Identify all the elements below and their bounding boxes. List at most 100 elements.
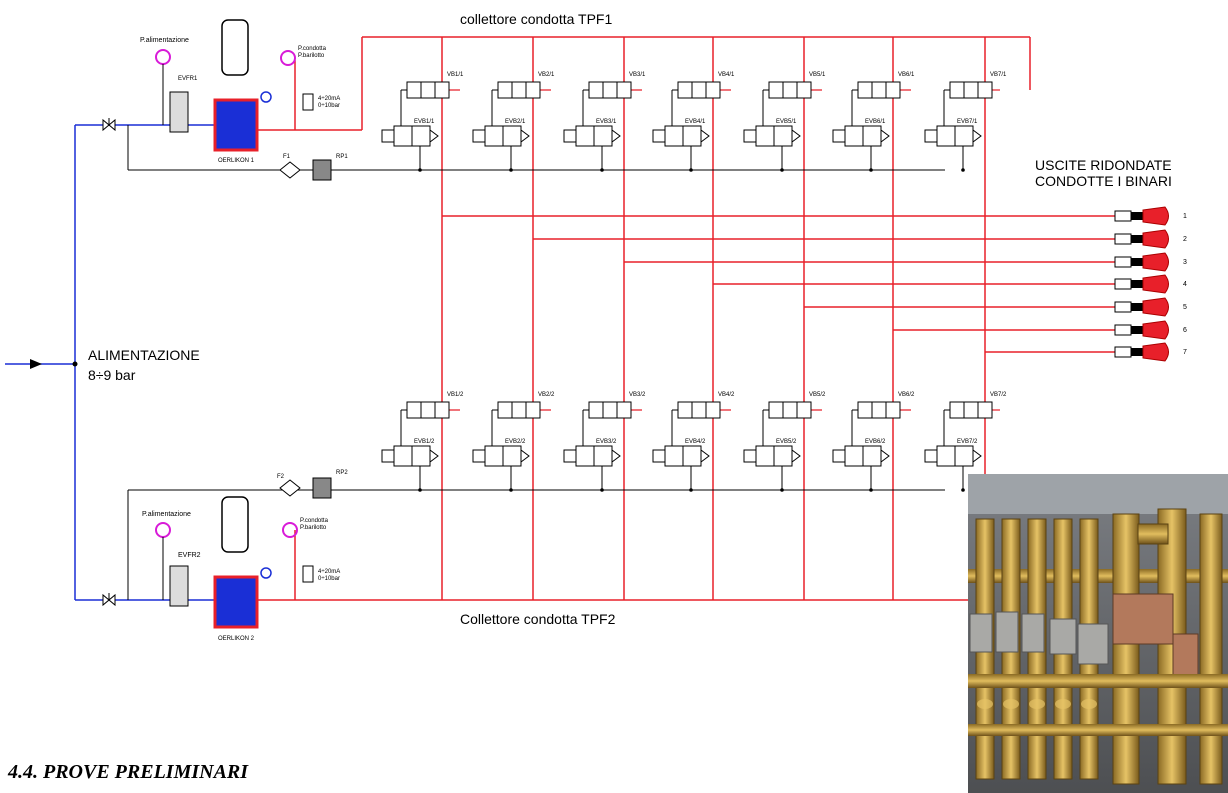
- vb-label: VB6/2: [898, 392, 915, 398]
- evb-label: EVB7/2: [957, 439, 978, 445]
- coupling-icon: [1114, 324, 1132, 336]
- evb-label: EVB2/1: [505, 119, 526, 125]
- output-lines: [442, 215, 1115, 353]
- transducer-1-range-a: 4÷20mA: [318, 96, 340, 102]
- evb-label: EVB4/1: [685, 119, 706, 125]
- evb-label: EVB6/2: [865, 439, 886, 445]
- evfr2-label: EVFR2: [178, 552, 201, 559]
- filter-2-label: F2: [277, 474, 285, 480]
- p-barilotto-2-label: P.barilotto: [300, 525, 327, 531]
- supply-gauge-1-icon: [155, 49, 171, 65]
- hand-valve-2-icon: [102, 593, 116, 607]
- outputs-title-line1: USCITE RIDONDATE: [1035, 157, 1172, 173]
- p-supply-2-label: P.alimentazione: [142, 511, 191, 518]
- vb-label: VB1/2: [447, 392, 464, 398]
- compressor-1-icon: [213, 98, 259, 152]
- filter-2-icon: [279, 479, 301, 497]
- collector-tpf2: [243, 530, 985, 601]
- compressor-2-label: OERLIKON 2: [218, 636, 255, 642]
- hose-connector-icon: [1142, 206, 1169, 226]
- filter-1-icon: [279, 161, 301, 179]
- vb-label: VB6/1: [898, 72, 915, 78]
- vb-valve-icon: [406, 401, 450, 419]
- supply-gauge-2-icon: [155, 522, 171, 538]
- output-number: 3: [1183, 259, 1187, 266]
- manifold-photo: [968, 474, 1228, 793]
- p-line-2-label: P.condotta: [300, 518, 329, 524]
- line-gauge-2-icon: [282, 522, 298, 538]
- supply-label-line1: ALIMENTAZIONE: [88, 347, 200, 363]
- coupling-icon: [1114, 210, 1132, 222]
- solenoid-coil-icon: [924, 449, 938, 463]
- vb-valve-icon: [768, 81, 812, 99]
- solenoid-coil-icon: [563, 129, 577, 143]
- valves-bottom-row: VB1/2EVB1/2VB2/2EVB2/2VB3/2EVB3/2VB4/2EV…: [381, 392, 1007, 492]
- output-6: 6: [1114, 320, 1187, 340]
- solenoid-coil-icon: [743, 129, 757, 143]
- tank-2-icon: [221, 496, 249, 553]
- solenoid-coil-icon: [472, 449, 486, 463]
- compressor-1-label: OERLIKON 1: [218, 158, 255, 164]
- regulator-2-icon: [312, 477, 332, 499]
- collector-verticals: [441, 37, 1031, 600]
- output-number: 4: [1183, 281, 1187, 288]
- hose-connector-icon: [1142, 320, 1169, 340]
- evfr2-valve-icon: [169, 565, 189, 607]
- coupling-icon: [1114, 346, 1132, 358]
- evfr1-valve-icon: [169, 91, 189, 133]
- transducer-1-icon: [302, 93, 314, 111]
- evb-label: EVB1/1: [414, 119, 435, 125]
- output-2: 2: [1114, 229, 1187, 249]
- hand-valve-1-icon: [102, 118, 116, 132]
- solenoid-coil-icon: [832, 449, 846, 463]
- solenoid-coil-icon: [924, 129, 938, 143]
- coupling-icon: [1114, 301, 1132, 313]
- hose-connector-icon: [1142, 252, 1169, 272]
- vb-label: VB5/1: [809, 72, 826, 78]
- vb-valve-icon: [949, 401, 993, 419]
- vb-label: VB5/2: [809, 392, 826, 398]
- output-number: 6: [1183, 327, 1187, 334]
- solenoid-coil-icon: [652, 449, 666, 463]
- evb-label: EVB3/2: [596, 439, 617, 445]
- collector-tpf1: [243, 36, 1030, 131]
- vb-valve-icon: [406, 81, 450, 99]
- section-heading: 4.4. PROVE PRELIMINARI: [7, 761, 249, 783]
- coupling-body-icon: [1131, 303, 1143, 311]
- vb-label: VB1/1: [447, 72, 464, 78]
- vb-valve-icon: [857, 81, 901, 99]
- vb-label: VB7/1: [990, 72, 1007, 78]
- valves-top-row: VB1/1EVB1/1VB2/1EVB2/1VB3/1EVB3/1VB4/1EV…: [381, 72, 1007, 172]
- coupling-body-icon: [1131, 212, 1143, 220]
- solenoid-coil-icon: [743, 449, 757, 463]
- p-line-1-label: P.condotta: [298, 46, 327, 52]
- evfr1-label: EVFR1: [178, 76, 198, 82]
- vb-label: VB4/2: [718, 392, 735, 398]
- solenoid-coil-icon: [381, 449, 395, 463]
- inlet-arrow-icon: [30, 359, 42, 369]
- transducer-2-icon: [302, 565, 314, 583]
- vb-label: VB7/2: [990, 392, 1007, 398]
- collector-tpf2-label: Collettore condotta TPF2: [460, 611, 616, 627]
- compressor-2-icon: [213, 575, 259, 629]
- vb-valve-icon: [677, 81, 721, 99]
- line-gauge-1-icon: [280, 50, 296, 66]
- pilot-lines: [127, 125, 945, 600]
- evb-label: EVB7/1: [957, 119, 978, 125]
- solenoid-coil-icon: [563, 449, 577, 463]
- group1: P.alimentazione EVFR1 OERLIKON 1 P.condo…: [140, 19, 348, 181]
- tank-1-icon: [221, 19, 249, 76]
